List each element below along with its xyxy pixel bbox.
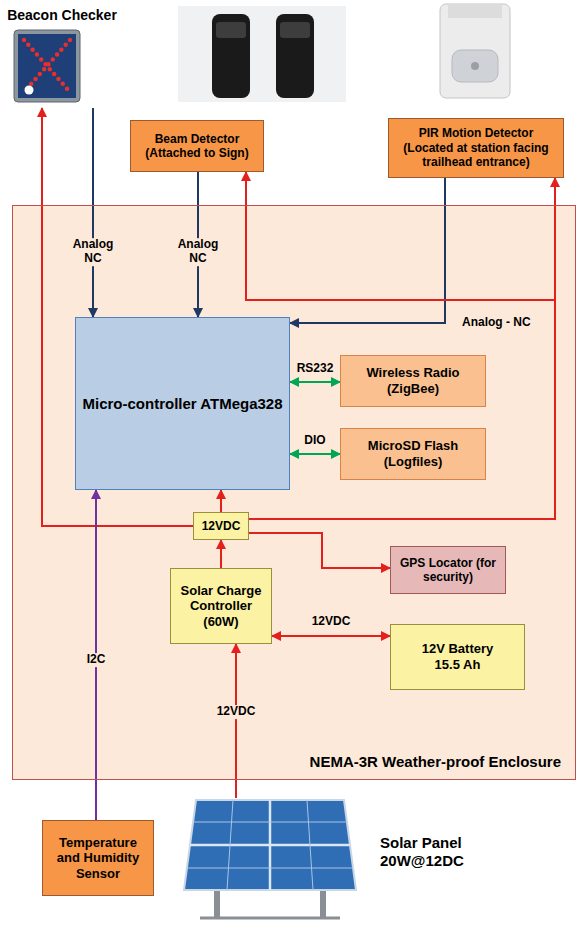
beam-detector-photo — [178, 6, 346, 102]
power-line — [246, 172, 555, 519]
device-picture: Beacon Checker — [4, 4, 120, 108]
signal-line — [290, 453, 340, 455]
power-line — [249, 178, 555, 519]
battery-box: 12V Battery 15.5 Ah — [390, 624, 525, 690]
solar-panel: Solar Panel 20W@12DC — [180, 798, 530, 922]
beacon-checker-picture — [14, 30, 80, 102]
signal-line — [290, 178, 445, 323]
power-line — [249, 533, 390, 568]
power-line — [235, 644, 237, 798]
power-line — [220, 540, 222, 568]
box-label: GPS Locator (for security) — [395, 556, 501, 585]
edge-label: DIO — [302, 434, 327, 448]
module-box: MicroSD Flash (Logfiles) — [340, 428, 486, 480]
edge-label: RS232 — [295, 362, 336, 376]
box-label: Beam Detector (Attached to Sign) — [135, 132, 259, 161]
box-label: 12V Battery 15.5 Ah — [410, 641, 506, 672]
box-label: Micro-controller ATMega328 — [82, 395, 282, 413]
module-box: Wireless Radio (ZigBee) — [340, 355, 486, 407]
sensor-box: PIR Motion Detector (Located at station … — [388, 118, 564, 178]
signal-line — [290, 381, 340, 383]
box-label: Temperature and Humidity Sensor — [47, 835, 149, 882]
box-label: MicroSD Flash (Logfiles) — [345, 438, 481, 469]
edge-label: Analog NC — [71, 238, 116, 266]
enclosure-region: NEMA-3R Weather-proof Enclosure Micro-con… — [12, 205, 576, 780]
pir-sensor-photo — [440, 4, 510, 98]
controller-box: Micro-controller ATMega328 — [75, 317, 290, 490]
edge-label: 12VDC — [215, 705, 258, 719]
edge-label: I2C — [85, 653, 108, 667]
power-box: 12VDC — [193, 512, 249, 540]
sensor-box: Beam Detector (Attached to Sign) — [130, 120, 264, 172]
box-label: Wireless Radio (ZigBee) — [345, 365, 481, 396]
power-box: Solar Charge Controller (60W) — [170, 568, 272, 644]
box-label: PIR Motion Detector (Located at station … — [393, 126, 559, 169]
edge-label: 12VDC — [310, 615, 353, 629]
sensor-box: Temperature and Humidity Sensor — [42, 820, 154, 896]
panel-label: Solar Panel 20W@12DC — [380, 834, 500, 870]
edge-label: Analog NC — [176, 238, 221, 266]
power-line — [220, 490, 222, 512]
box-label: 12VDC — [202, 519, 241, 533]
edge-label: Analog - NC — [460, 316, 533, 330]
enclosure-label: NEMA-3R Weather-proof Enclosure — [310, 753, 561, 771]
device-label: Beacon Checker — [7, 7, 117, 24]
power-line — [272, 635, 390, 637]
module-box: GPS Locator (for security) — [390, 546, 506, 594]
signal-line — [92, 108, 94, 317]
solar-panel-picture — [184, 800, 356, 918]
box-label: Solar Charge Controller (60W) — [175, 583, 267, 630]
